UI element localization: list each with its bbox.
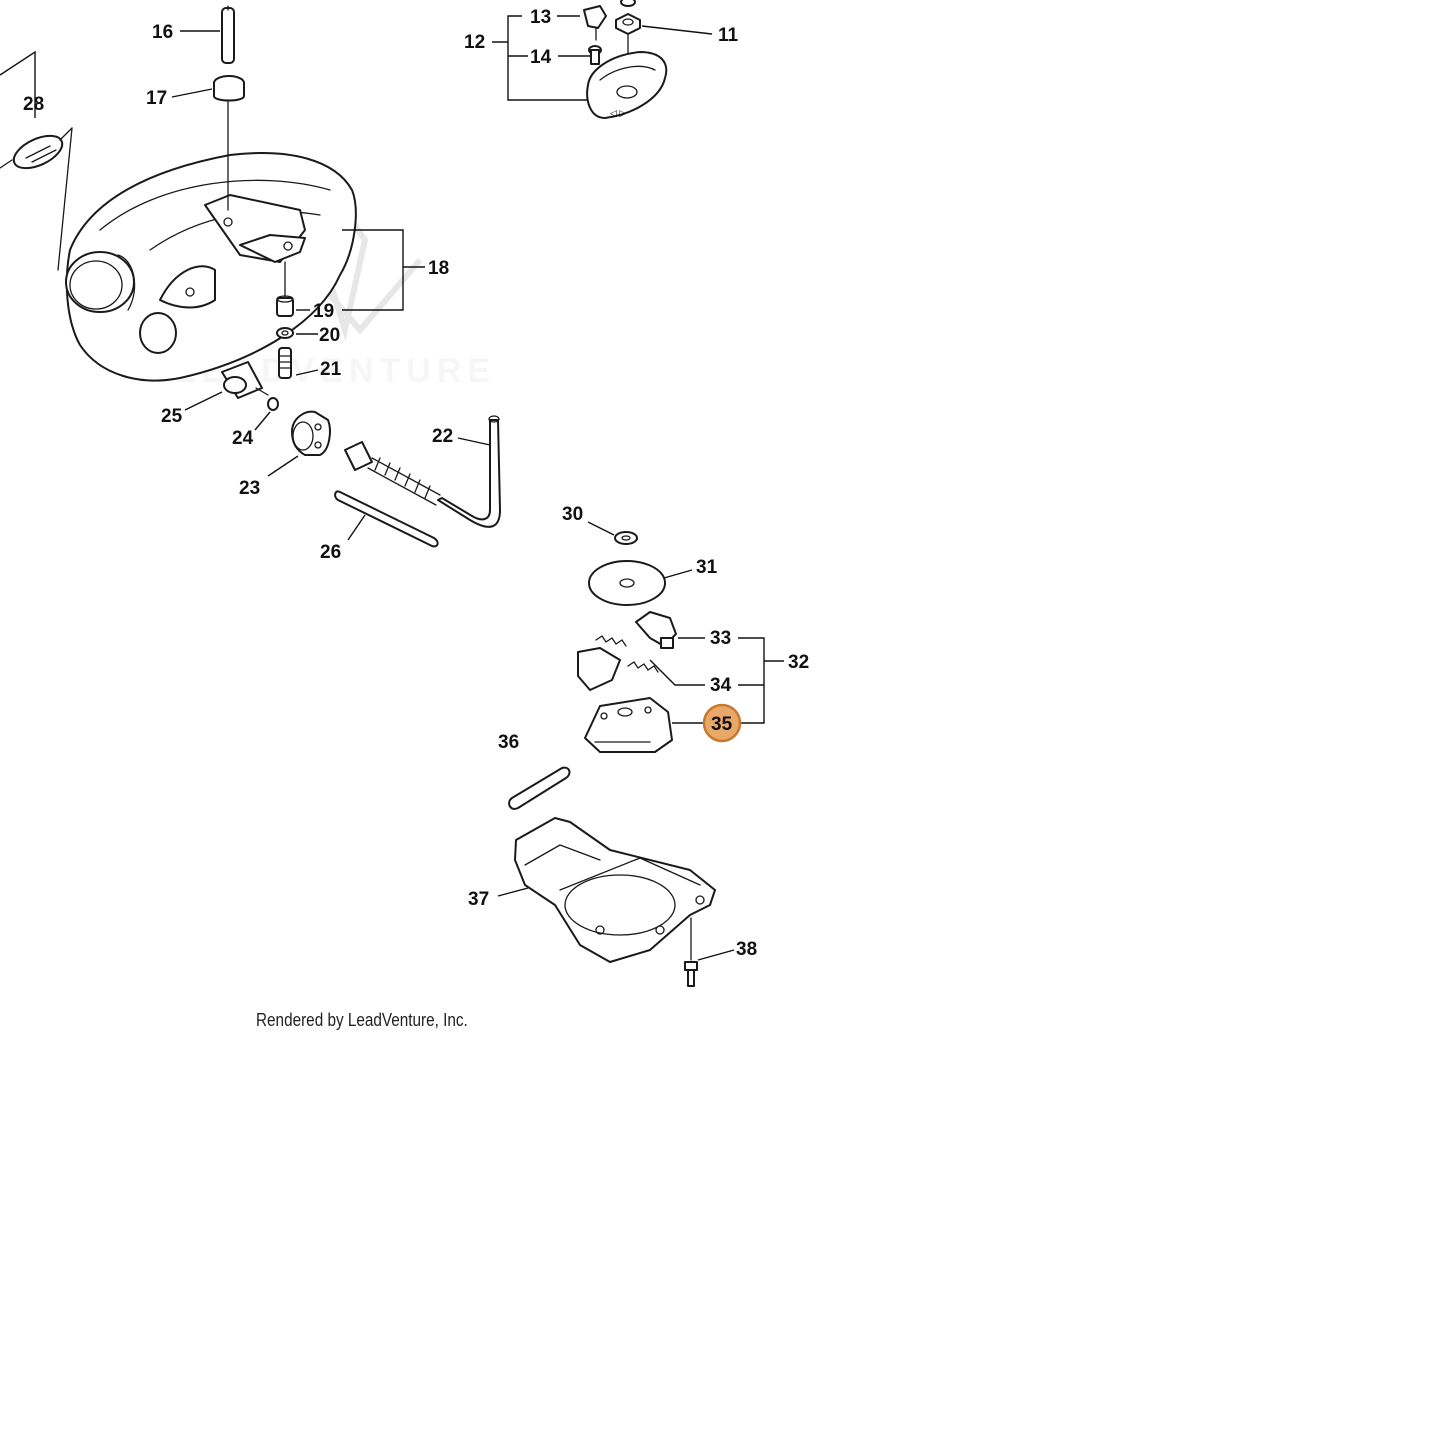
part-21-bolt[interactable] [278, 347, 292, 379]
callout-37[interactable]: 37 [468, 889, 489, 910]
part-33-clutch-shoe[interactable] [577, 611, 677, 691]
part-24-clamp[interactable] [267, 397, 279, 411]
callout-24[interactable]: 24 [232, 428, 254, 449]
part-28-fuel-cap-tether[interactable] [0, 127, 73, 271]
leader-lines [0, 15, 784, 961]
part-26-tube[interactable] [334, 490, 439, 548]
callout-11[interactable]: 11 [718, 25, 739, 46]
callout-21[interactable]: 21 [320, 359, 342, 380]
part-37-clutch-case[interactable] [514, 817, 716, 963]
callout-14[interactable]: 14 [530, 47, 552, 68]
callout-35[interactable]: 35 [711, 714, 733, 735]
part-22-fuel-hose[interactable] [344, 415, 501, 528]
part-38-bolt[interactable] [684, 917, 698, 987]
callout-33[interactable]: 33 [710, 628, 731, 649]
callout-13[interactable]: 13 [530, 7, 551, 28]
callout-20[interactable]: 20 [319, 325, 340, 346]
part-19-collar[interactable] [276, 295, 294, 317]
callout-36[interactable]: 36 [498, 732, 519, 753]
callout-30[interactable]: 30 [562, 504, 583, 525]
callout-17[interactable]: 17 [146, 88, 167, 109]
callout-31[interactable]: 31 [696, 557, 718, 578]
selected-part-highlight [702, 703, 742, 743]
callout-34[interactable]: 34 [710, 675, 732, 696]
svg-text:◁ ▷: ◁ ▷ [610, 108, 626, 118]
render-credit: Rendered by LeadVenture, Inc. [256, 1010, 468, 1030]
part-35-clutch-hub[interactable] [584, 697, 673, 753]
part-34-spring[interactable] [595, 635, 659, 673]
part-30-washer[interactable] [614, 531, 638, 545]
part-12-cover[interactable]: ◁ ▷ [586, 51, 668, 119]
callout-26[interactable]: 26 [320, 542, 341, 563]
part-23-grommet[interactable] [291, 410, 331, 456]
callout-28[interactable]: 28 [23, 94, 44, 115]
part-16-pipe[interactable] [221, 5, 235, 64]
part-14-screw[interactable] [588, 45, 602, 65]
callout-38[interactable]: 38 [736, 939, 757, 960]
callout-19[interactable]: 19 [313, 301, 334, 322]
callout-labels: 16 17 28 18 19 20 21 25 24 22 23 26 13 1… [23, 7, 809, 960]
callout-22[interactable]: 22 [432, 426, 453, 447]
part-36-gasket[interactable] [508, 766, 571, 810]
callout-32[interactable]: 32 [788, 652, 809, 673]
part-17-grommet[interactable] [213, 75, 245, 211]
part-13-knob[interactable] [583, 5, 607, 41]
part-20-washer[interactable] [276, 327, 294, 339]
part-11-nut[interactable] [615, 0, 641, 96]
callout-18[interactable]: 18 [428, 258, 449, 279]
callout-16[interactable]: 16 [152, 22, 173, 43]
callout-12[interactable]: 12 [464, 32, 485, 53]
callout-25[interactable]: 25 [161, 406, 183, 427]
callout-23[interactable]: 23 [239, 478, 260, 499]
part-31-plate[interactable] [588, 560, 666, 606]
part-25-fuel-filter[interactable] [221, 361, 269, 399]
fuel-tank-part[interactable] [65, 152, 357, 382]
